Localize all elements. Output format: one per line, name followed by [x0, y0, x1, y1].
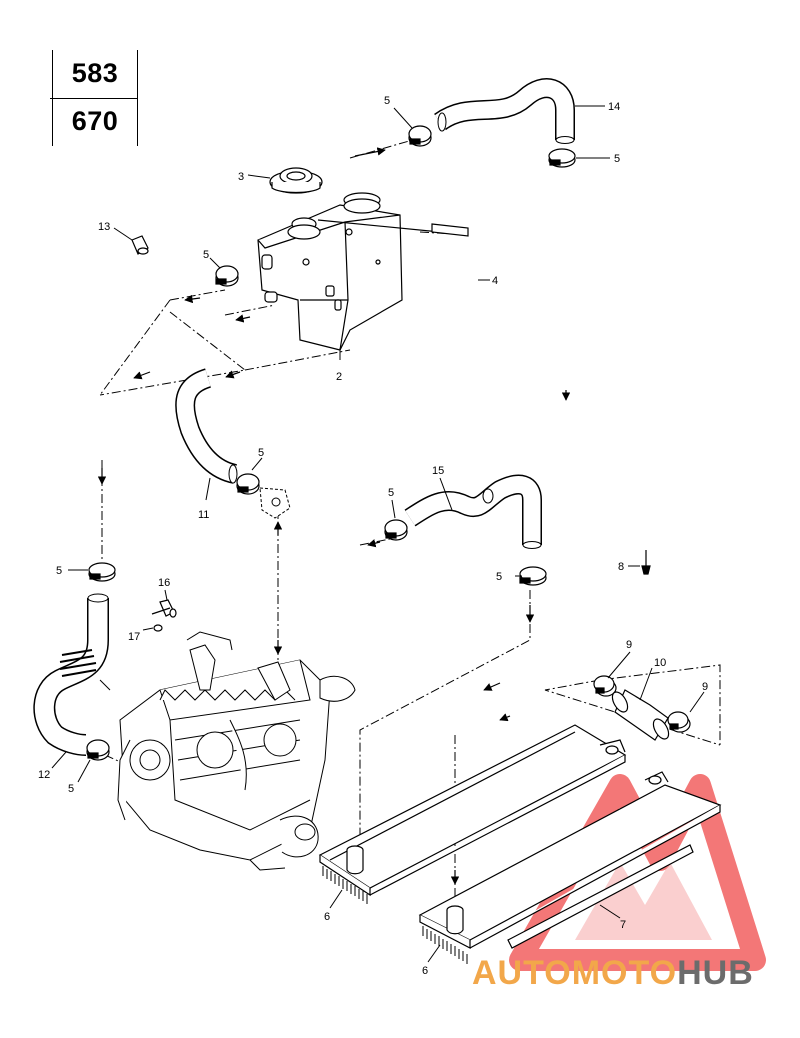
hose-11: [175, 368, 238, 484]
clamp-5-hose-12-bottom: [86, 739, 110, 761]
callout-11: 11: [198, 509, 209, 521]
hose-14: [434, 78, 575, 144]
callout-5: 5: [388, 487, 394, 499]
flow-arrows: [97, 147, 571, 885]
callout-17: 17: [128, 631, 140, 643]
callout-5: 5: [496, 571, 502, 583]
callout-5: 5: [258, 447, 264, 459]
watermark-text: AUTOMOTOHUB: [472, 954, 754, 993]
callout-6: 6: [324, 911, 330, 923]
callout-5: 5: [614, 153, 620, 165]
radiator-cap-3: [269, 167, 323, 194]
callout-2: 2: [336, 371, 342, 383]
temp-sensor-16: [151, 599, 177, 618]
clamp-5-tank: [215, 265, 239, 287]
callout-9: 9: [702, 681, 708, 693]
washer-17: [153, 624, 163, 632]
clamp-5-hose-12-top: [88, 562, 116, 582]
callout-13: 13: [98, 221, 110, 233]
callout-9: 9: [626, 639, 632, 651]
callout-16: 16: [158, 577, 170, 589]
watermark-text-moto: MOTO: [571, 954, 678, 992]
callout-7: 7: [620, 919, 626, 931]
callout-4: 4: [492, 275, 498, 287]
connector-hose-10: [611, 689, 670, 741]
radiator-6-lower: [418, 771, 722, 964]
watermark-text-auto: AUTO: [472, 954, 572, 992]
coolant-tank-2: [257, 192, 469, 351]
clamp-5-top-right: [548, 148, 576, 168]
watermark-text-hub: HUB: [677, 954, 754, 992]
radiator-6-upper: [318, 724, 627, 904]
callout-3: 3: [238, 171, 244, 183]
model-divider: [50, 98, 138, 99]
outlet-fitting: [259, 487, 291, 519]
callout-14: 14: [608, 101, 620, 113]
callout-6: 6: [422, 965, 428, 977]
callout-5: 5: [203, 249, 209, 261]
clamp-9-left: [593, 675, 617, 697]
clamp-5-hose-15: [384, 519, 408, 541]
clamp-9-right: [667, 711, 691, 733]
hose-12: [33, 593, 111, 756]
callout-5: 5: [56, 565, 62, 577]
engine: [117, 631, 356, 871]
callout-5: 5: [384, 95, 390, 107]
clamp-5-top-left: [408, 125, 432, 147]
leader-lines: [51, 105, 705, 963]
clamp-5-hose-11: [236, 473, 260, 495]
callout-5: 5: [68, 783, 74, 795]
callout-12: 12: [38, 769, 50, 781]
callout-15: 15: [432, 465, 444, 477]
model-number-top: 583: [71, 58, 119, 88]
clamp-5-hose-15-lower: [519, 566, 547, 586]
callout-10: 10: [654, 657, 666, 669]
callout-8: 8: [618, 561, 624, 573]
model-number-bottom: 670: [71, 106, 119, 136]
callout-numbers: 5 14 5 3 13 5 4 2 5 11 15 5 5 8 5 16 17 …: [38, 95, 708, 977]
hose-15: [404, 474, 542, 549]
plug-13: [131, 235, 149, 255]
rail-7: [507, 844, 694, 949]
bolt-8: [641, 550, 651, 575]
